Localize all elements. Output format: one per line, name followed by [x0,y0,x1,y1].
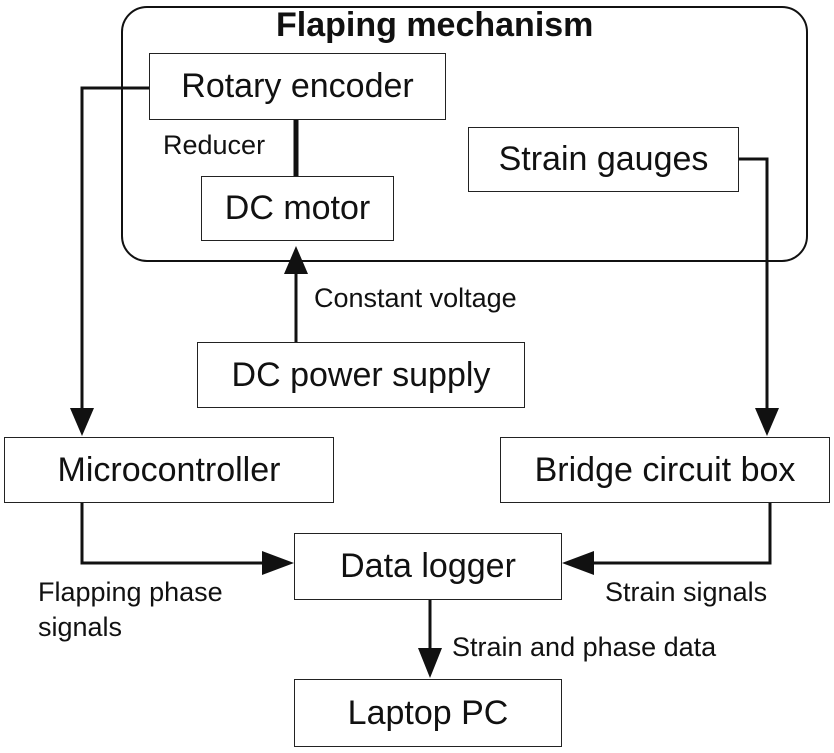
gauges-to-bridge-line [739,157,769,408]
encoder-to-microcontroller-line [80,86,149,408]
strain-and-phase-data-label: Strain and phase data [452,632,717,662]
microcontroller-to-logger-line [80,503,262,565]
dc-power-supply-box: DC power supply [197,342,525,408]
reducer-label: Reducer [163,130,266,160]
rotary-encoder-box: Rotary encoder [149,53,446,120]
arrowhead-logger-left [262,551,294,575]
group-title: Flaping mechanism [276,6,594,44]
arrowhead-laptop [418,648,442,678]
strain-gauges-box: Strain gauges [468,127,739,192]
microcontroller-box: Microcontroller [4,437,334,503]
constant-voltage-label: Constant voltage [314,283,517,313]
strain-signals-label: Strain signals [605,577,768,607]
flapping-phase-signals-label-line1: Flapping phase [38,577,223,607]
arrowhead-dc-motor [284,246,308,274]
laptop-pc-box: Laptop PC [294,679,562,747]
flapping-mechanism-group [121,6,808,262]
dc-motor-box: DC motor [201,176,394,241]
arrowhead-bridge-box [755,408,779,436]
bridge-to-logger-line [594,503,772,565]
flapping-phase-signals-label-line2: signals [38,612,123,642]
bridge-circuit-box: Bridge circuit box [500,437,830,503]
data-logger-box: Data logger [294,533,562,600]
arrowhead-microcontroller [70,408,94,436]
arrowhead-logger-right [562,551,594,575]
